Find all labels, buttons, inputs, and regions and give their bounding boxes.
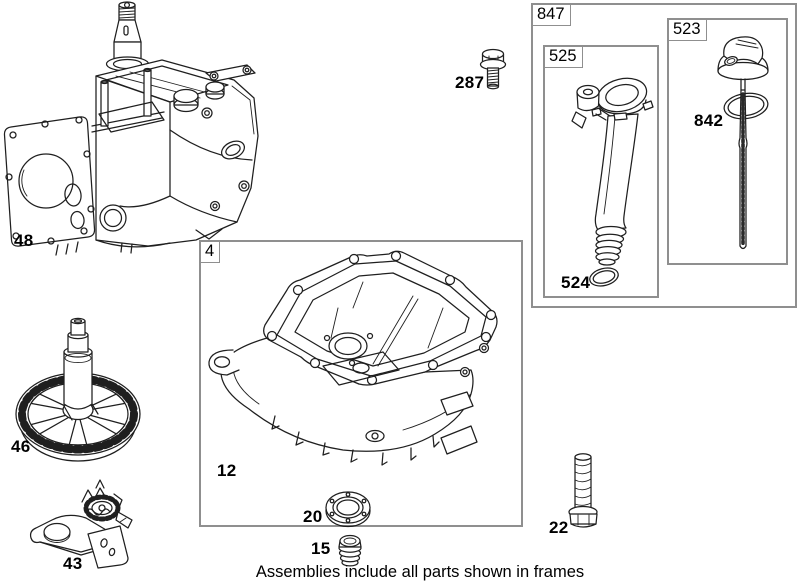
part-drawing-drain-plug-15 — [338, 534, 362, 567]
part-label-287: 287 — [455, 73, 485, 92]
frame-523: 523 — [667, 18, 788, 265]
part-drawing-bracket-assembly-43 — [29, 479, 133, 569]
part-label-842: 842 — [694, 111, 724, 130]
part-drawing-bolt-287 — [479, 48, 507, 90]
part-drawing-engine-sump-12 — [208, 250, 498, 466]
frame-525: 525 — [543, 45, 659, 298]
part-label-22: 22 — [549, 518, 569, 537]
part-label-524: 524 — [561, 273, 591, 292]
frame-847-label: 847 — [533, 5, 571, 26]
part-drawing-camshaft-46 — [15, 317, 141, 462]
part-drawing-oil-fill-tube-525 — [571, 77, 654, 287]
part-drawing-cylinder-assembly-48 — [3, 1, 259, 256]
part-label-48: 48 — [14, 231, 34, 250]
part-label-15: 15 — [311, 539, 331, 558]
part-label-20: 20 — [303, 507, 323, 526]
part-label-46: 46 — [11, 437, 31, 456]
frame-4-label: 4 — [201, 242, 221, 263]
part-label-12: 12 — [217, 461, 237, 480]
part-drawing-bolt-22 — [568, 453, 598, 528]
frame-847: 847 — [531, 3, 797, 308]
frame-523-label: 523 — [669, 20, 707, 41]
frame-4: 4 — [199, 240, 523, 527]
part-drawing-oil-seal-20 — [325, 491, 371, 528]
frame-525-label: 525 — [545, 47, 583, 68]
diagram-caption: Assemblies include all parts shown in fr… — [255, 563, 585, 581]
part-label-43: 43 — [63, 554, 83, 573]
part-drawing-dipstick-523 — [717, 36, 769, 250]
